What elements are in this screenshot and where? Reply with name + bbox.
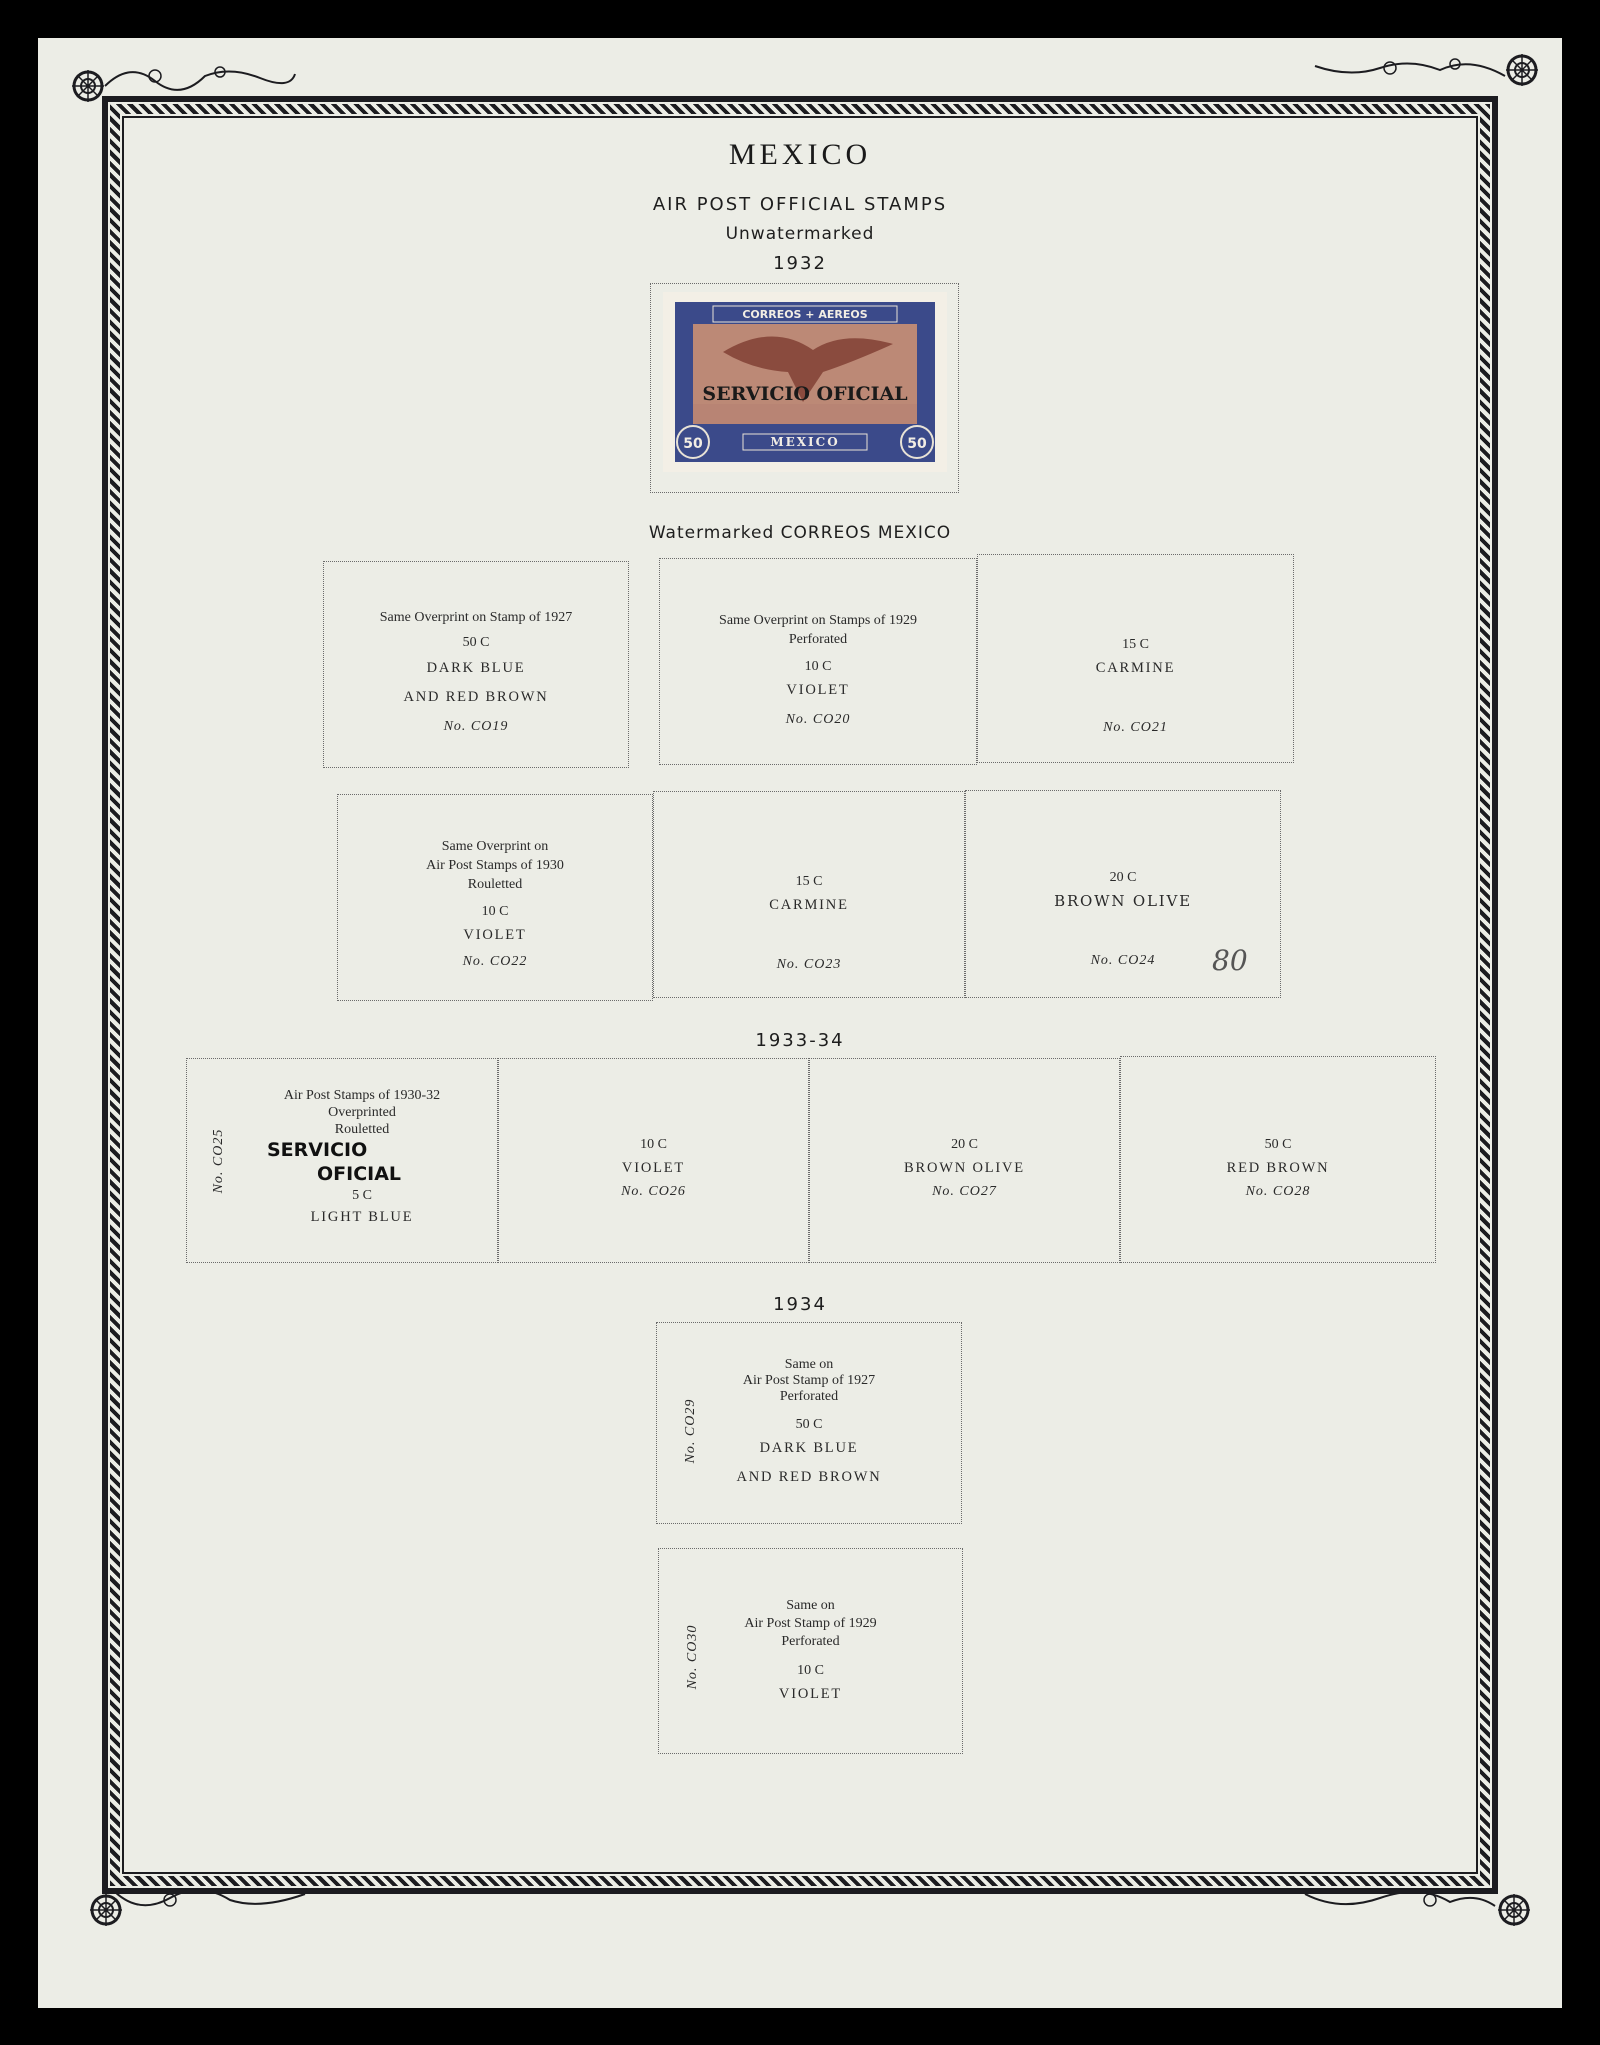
stamp-space-co25: No. CO25 Air Post Stamps of 1930-32 Over… — [186, 1058, 498, 1263]
year-heading-1934: 1934 — [773, 1294, 827, 1315]
watermark-note: Unwatermarked — [725, 224, 875, 244]
page-title: MEXICO — [728, 138, 872, 171]
catalog-number: No. CO27 — [932, 1184, 997, 1199]
box-value: 10 C — [640, 1137, 667, 1152]
scroll-ornament-icon — [100, 56, 300, 96]
stamp-space-co28: 50 C RED BROWN No. CO28 — [1120, 1056, 1436, 1263]
box-text: Air Post Stamps of 1930 — [426, 858, 564, 873]
catalog-number: No. CO24 — [1090, 953, 1156, 968]
corner-rosette-icon — [58, 56, 118, 116]
box-value: 50 C — [1264, 1137, 1292, 1152]
catalog-number: No. CO28 — [1245, 1184, 1311, 1199]
overprint-sample: SERVICIO — [267, 1139, 368, 1161]
stamp-space-co29: No. CO29 Same on Air Post Stamp of 1927 … — [656, 1322, 962, 1524]
stamp-mount — [650, 283, 959, 493]
box-value: 50 C — [462, 635, 490, 650]
box-text: Air Post Stamps of 1930-32 — [283, 1088, 441, 1103]
corner-rosette-icon — [1492, 40, 1552, 100]
box-text: Same on — [786, 1598, 835, 1613]
box-text: Perforated — [788, 632, 848, 647]
box-color: RED BROWN — [1226, 1160, 1330, 1176]
stamp-space-co20: Same Overprint on Stamps of 1929 Perfora… — [659, 558, 977, 765]
box-color: VIOLET — [621, 1160, 686, 1176]
box-text: Air Post Stamp of 1929 — [744, 1616, 877, 1631]
catalog-number: No. CO20 — [785, 712, 851, 727]
box-value: 5 C — [352, 1188, 372, 1203]
year-heading-1933-34: 1933-34 — [755, 1030, 845, 1051]
catalog-number: No. CO19 — [443, 719, 509, 734]
box-text: Rouletted — [334, 1122, 390, 1137]
stamp-value-left: 50 — [683, 436, 703, 452]
box-text: Same Overprint on Stamp of 1927 — [379, 610, 573, 625]
box-color: DARK BLUE — [426, 660, 526, 676]
overprint-sample: OFICIAL — [317, 1163, 402, 1185]
box-value: 20 C — [951, 1137, 978, 1152]
box-text: Perforated — [781, 1634, 840, 1649]
box-color: LIGHT BLUE — [310, 1209, 414, 1225]
box-color: BROWN OLIVE — [904, 1160, 1025, 1176]
scroll-ornament-icon — [1300, 1880, 1500, 1920]
box-text: Overprinted — [328, 1105, 396, 1120]
catalog-number: No. CO22 — [462, 954, 528, 969]
catalog-number: No. CO26 — [621, 1184, 686, 1199]
scroll-ornament-icon — [1310, 48, 1510, 88]
page-border-inner — [122, 116, 1478, 1874]
box-value: 20 C — [1109, 870, 1137, 885]
box-text: Perforated — [779, 1389, 839, 1404]
year-heading-1932: 1932 — [773, 253, 827, 274]
stamp-space-co19: Same Overprint on Stamp of 1927 50 C DAR… — [323, 561, 629, 768]
box-value: 10 C — [804, 659, 832, 674]
box-value: 15 C — [1122, 637, 1149, 652]
box-color: CARMINE — [769, 897, 849, 913]
stamp-image: CORREOS + AEREOS SERVICIO OFICIAL 50 50 … — [663, 292, 947, 472]
box-text: Air Post Stamp of 1927 — [742, 1373, 876, 1388]
stamp-space-co22: Same Overprint on Air Post Stamps of 193… — [337, 794, 653, 1001]
box-color: AND RED BROWN — [403, 689, 549, 705]
corner-rosette-icon — [76, 1880, 136, 1940]
box-color: VIOLET — [778, 1686, 843, 1702]
box-text: Same Overprint on — [441, 839, 549, 854]
box-color: DARK BLUE — [759, 1440, 859, 1456]
page-subtitle: AIR POST OFFICIAL STAMPS — [652, 194, 948, 215]
box-value: 10 C — [797, 1663, 824, 1678]
box-text: Same on — [784, 1357, 834, 1372]
box-color: BROWN OLIVE — [1054, 892, 1192, 910]
svg-text:80: 80 — [1212, 944, 1248, 977]
catalog-number: No. CO21 — [1103, 720, 1168, 735]
stamp-space-co24: 20 C BROWN OLIVE No. CO24 — [965, 790, 1281, 998]
box-text: Rouletted — [467, 877, 523, 892]
section-heading-watermarked: Watermarked CORREOS MEXICO — [648, 523, 952, 543]
stamp-space-co27: 20 C BROWN OLIVE No. CO27 — [809, 1058, 1120, 1263]
box-value: 50 C — [795, 1417, 823, 1432]
stamp-space-co23: 15 C CARMINE No. CO23 — [653, 791, 965, 998]
stamp-space-co26: 10 C VIOLET No. CO26 — [498, 1058, 809, 1263]
scroll-ornament-icon — [110, 1880, 310, 1920]
corner-rosette-icon — [1484, 1880, 1544, 1940]
box-color: VIOLET — [463, 927, 527, 943]
stamp-bottom-text: MEXICO — [770, 435, 839, 449]
stamp-top-text: CORREOS + AEREOS — [742, 308, 867, 321]
stamp-value-right: 50 — [907, 436, 927, 452]
stamp-space-co30: No. CO30 Same on Air Post Stamp of 1929 … — [658, 1548, 963, 1754]
box-color: VIOLET — [786, 682, 850, 698]
box-value: 15 C — [795, 874, 823, 889]
box-color: CARMINE — [1095, 660, 1176, 676]
catalog-number: No. CO23 — [776, 957, 842, 972]
box-text: Same Overprint on Stamps of 1929 — [719, 613, 917, 628]
box-value: 10 C — [481, 904, 509, 919]
stamp-overprint: SERVICIO OFICIAL — [702, 383, 907, 405]
pencil-note: 80 — [1210, 942, 1260, 977]
stamp-space-co21: 15 C CARMINE No. CO21 — [977, 554, 1294, 763]
page-border-outer — [102, 96, 1498, 1894]
box-color: AND RED BROWN — [736, 1469, 882, 1485]
catalog-number: No. CO25 — [211, 1128, 226, 1194]
